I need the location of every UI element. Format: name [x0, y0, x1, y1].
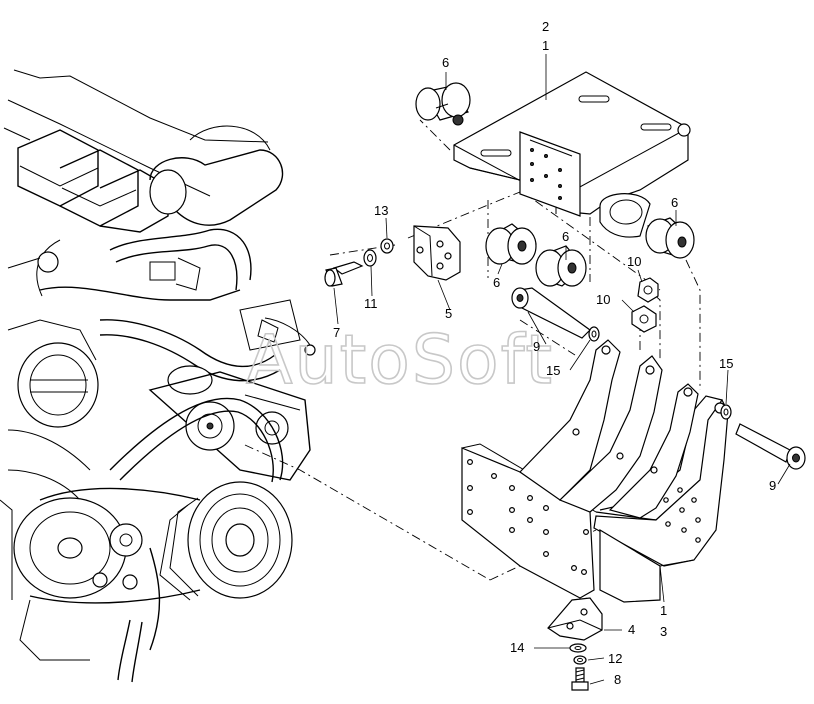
engine-illustration: [0, 69, 316, 683]
callout-1: 1: [660, 603, 667, 618]
spring-washer-11: [363, 249, 377, 267]
intake-cap: [149, 169, 187, 215]
callout-10: 10: [627, 254, 641, 269]
callout-3: 3: [660, 624, 667, 639]
callout-13: 13: [374, 203, 388, 218]
callout-7: 7: [333, 325, 340, 340]
washer-13: [380, 238, 394, 254]
callout-6: 6: [493, 275, 500, 290]
rubber-bush-6a: [415, 82, 471, 126]
watermark-text: AutoSoft: [246, 321, 554, 400]
callout-9: 9: [533, 339, 540, 354]
washer-14: [569, 643, 587, 653]
tensioner-pulley: [109, 523, 143, 557]
callout-6: 6: [442, 55, 449, 70]
small-bracket-4: [547, 597, 603, 641]
rubber-bush-6d: [645, 217, 695, 259]
callout-11: 11: [364, 296, 378, 311]
callout-8: 8: [614, 672, 621, 687]
washer-15a: [588, 326, 600, 342]
callout-2: 2: [542, 19, 549, 34]
leader-lines: [333, 54, 791, 685]
engine-side-bracket-5: [413, 225, 461, 281]
callout-15: 15: [546, 363, 560, 378]
callout-6: 6: [562, 229, 569, 244]
callout-12: 12: [608, 651, 622, 666]
callout-6: 6: [671, 195, 678, 210]
nut-10a: [637, 277, 659, 303]
callout-4: 4: [628, 622, 635, 637]
washer-15b: [720, 404, 732, 420]
bolt-8: [571, 667, 589, 691]
engine-boss: [37, 251, 59, 273]
callout-15: 15: [719, 356, 733, 371]
upper-mount-bracket: [453, 71, 691, 238]
callout-10: 10: [596, 292, 610, 307]
callout-labels: 2 1 6 6 6 6 13 11 7 5 10 10 9 15 15 9 1 …: [333, 19, 776, 687]
rubber-bush-6c: [535, 245, 587, 287]
nut-10b: [631, 305, 657, 333]
callout-14: 14: [510, 640, 524, 655]
bolt-9b: [735, 423, 806, 470]
bolt-7: [324, 261, 364, 287]
spring-washer-12: [573, 655, 587, 665]
callout-9: 9: [769, 478, 776, 493]
bolt-9a: [511, 287, 591, 339]
rubber-bush-6b: [485, 223, 537, 265]
lower-mount-bracket: [461, 339, 729, 603]
callout-5: 5: [445, 306, 452, 321]
callout-1: 1: [542, 38, 549, 53]
